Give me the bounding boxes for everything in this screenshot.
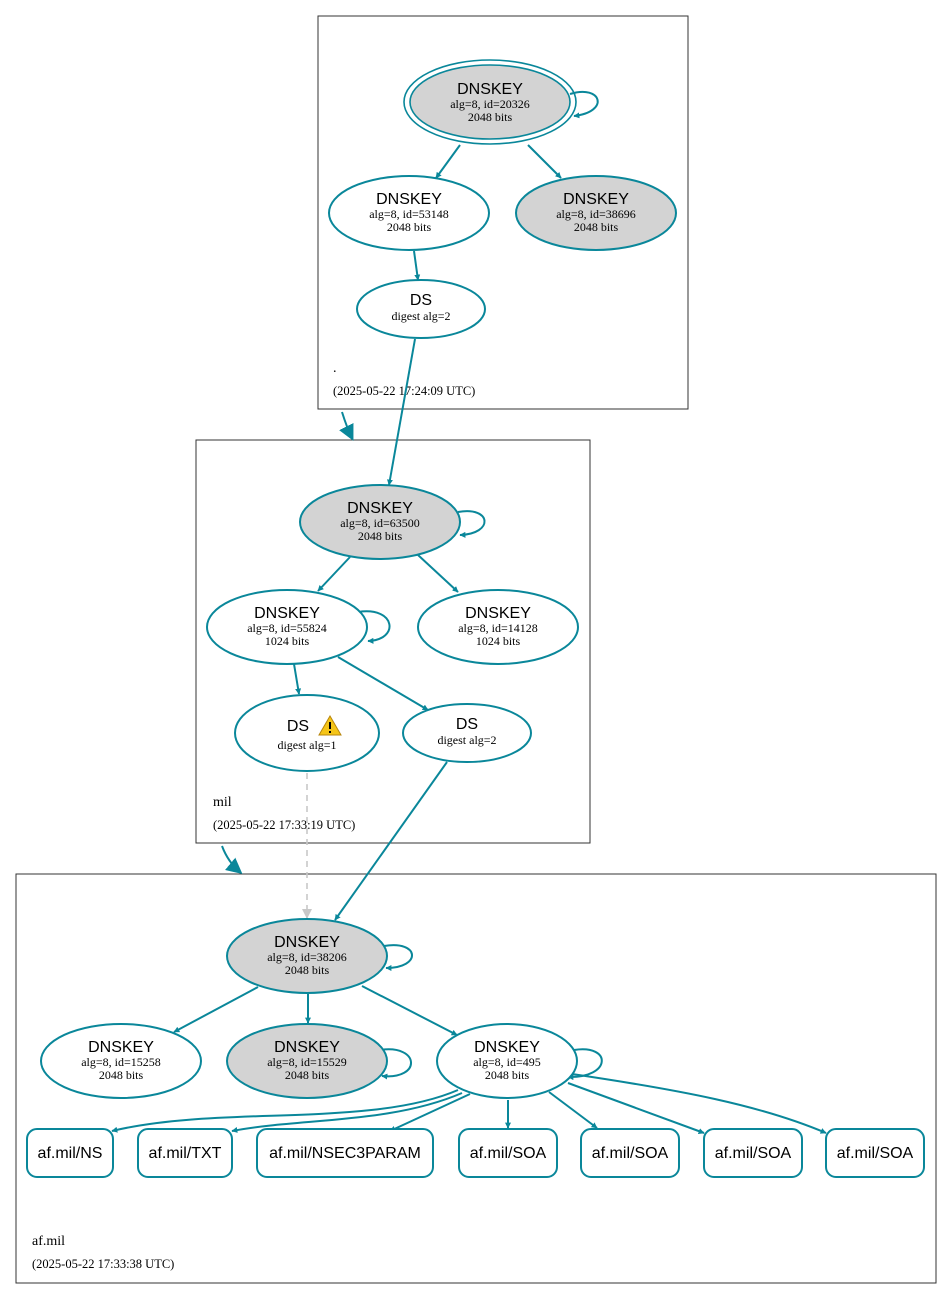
node-af-k2-alg: alg=8, id=15529 [267,1055,347,1069]
rrset-soa-1-label: af.mil/SOA [470,1145,547,1162]
node-af-k2[interactable]: DNSKEY alg=8, id=15529 2048 bits [226,1023,388,1099]
edge-af-k3-txt [231,1092,463,1133]
zone-afmil-timestamp: (2025-05-22 17:33:38 UTC) [32,1257,174,1271]
rrset-nsec3param[interactable]: af.mil/NSEC3PARAM [256,1128,434,1178]
node-root-ds-title: DS [410,292,432,309]
rrset-soa-1[interactable]: af.mil/SOA [458,1128,558,1178]
node-root-ds[interactable]: DS digest alg=2 [356,279,486,339]
rrset-soa-3-label: af.mil/SOA [715,1145,792,1162]
node-af-k2-title: DNSKEY [274,1039,340,1056]
zone-afmil-label: af.mil [32,1234,65,1249]
edge-af-k3-nsec3param [389,1093,471,1132]
node-mil-ds2-digest: digest alg=2 [437,733,496,747]
node-mil-zsk1-title: DNSKEY [254,605,320,622]
edge-af-ksk-self [383,944,413,971]
node-mil-ds1-title: DS [287,718,309,735]
edge-mil-zsk1-ds2 [337,656,429,711]
node-root-zsk2-bits: 2048 bits [574,220,619,234]
node-af-ksk[interactable]: DNSKEY alg=8, id=38206 2048 bits [226,918,388,994]
edge-root-ds-mil-ksk [386,338,416,486]
node-af-k1[interactable]: DNSKEY alg=8, id=15258 2048 bits [40,1023,202,1099]
edge-af-k3-soa3 [567,1082,705,1134]
node-root-ksk-bits: 2048 bits [468,110,513,124]
rrset-soa-3[interactable]: af.mil/SOA [703,1128,803,1178]
node-af-k3[interactable]: DNSKEY alg=8, id=495 2048 bits [436,1023,578,1099]
edge-mil-ksk-zsk1 [317,556,351,592]
rrset-soa-2-label: af.mil/SOA [592,1145,669,1162]
edge-mil-ksk-self [457,510,486,538]
node-af-k3-bits: 2048 bits [485,1068,530,1082]
node-root-zsk2-alg: alg=8, id=38696 [556,207,636,221]
node-mil-ksk-bits: 2048 bits [358,529,403,543]
node-af-ksk-alg: alg=8, id=38206 [267,950,347,964]
node-mil-zsk2-bits: 1024 bits [476,634,521,648]
edge-mil-ksk-zsk2 [417,554,459,593]
edge-root-ksk-zsk1 [435,144,461,179]
node-root-ksk-title: DNSKEY [457,81,523,98]
node-root-zsk1[interactable]: DNSKEY alg=8, id=53148 2048 bits [328,175,490,251]
node-mil-ds1-digest: digest alg=1 [277,738,336,752]
zone-root-label: . [333,361,337,376]
node-root-zsk1-alg: alg=8, id=53148 [369,207,449,221]
edge-root-zsk1-ds [413,250,421,281]
rrset-soa-4[interactable]: af.mil/SOA [825,1128,925,1178]
edge-mil-zsk1-self [357,610,391,644]
node-root-ksk[interactable]: DNSKEY alg=8, id=20326 2048 bits [403,59,577,145]
node-mil-zsk2[interactable]: DNSKEY alg=8, id=14128 1024 bits [417,589,579,665]
node-mil-zsk1[interactable]: DNSKEY alg=8, id=55824 1024 bits [206,589,368,665]
node-mil-ds2-title: DS [456,716,478,733]
node-mil-zsk2-alg: alg=8, id=14128 [458,621,538,635]
node-af-k1-title: DNSKEY [88,1039,154,1056]
edge-af-k3-soa2 [548,1091,598,1129]
rrset-ns[interactable]: af.mil/NS [26,1128,114,1178]
node-root-ds-digest: digest alg=2 [391,309,450,323]
rrset-soa-2[interactable]: af.mil/SOA [580,1128,680,1178]
node-af-k1-bits: 2048 bits [99,1068,144,1082]
edge-root-ksk-self [569,91,599,119]
node-root-zsk2[interactable]: DNSKEY alg=8, id=38696 2048 bits [515,175,677,251]
rrset-soa-4-label: af.mil/SOA [837,1145,914,1162]
zone-root-timestamp: (2025-05-22 17:24:09 UTC) [333,384,475,398]
zone-mil-label: mil [213,795,232,810]
rrset-txt[interactable]: af.mil/TXT [137,1128,233,1178]
node-af-k3-title: DNSKEY [474,1039,540,1056]
node-mil-zsk1-alg: alg=8, id=55824 [247,621,327,635]
node-af-k1-alg: alg=8, id=15258 [81,1055,161,1069]
rrset-txt-label: af.mil/TXT [149,1145,222,1162]
node-root-ksk-alg: alg=8, id=20326 [450,97,530,111]
node-root-zsk1-bits: 2048 bits [387,220,432,234]
rrset-nsec3param-label: af.mil/NSEC3PARAM [269,1145,421,1162]
node-af-ksk-title: DNSKEY [274,934,340,951]
edge-af-k3-soa4 [571,1073,827,1134]
delegation-mil-afmil-edge [221,845,243,875]
edge-mil-ds2-af-ksk [334,761,448,921]
delegation-root-mil-edge [339,411,354,441]
node-af-ksk-bits: 2048 bits [285,963,330,977]
edge-af-ksk-k3 [361,985,458,1036]
edge-root-ksk-zsk2 [527,144,562,179]
edge-af-ksk-k1 [173,986,259,1033]
node-mil-ksk-title: DNSKEY [347,500,413,517]
node-mil-ds1[interactable]: DS digest alg=1 [234,694,380,772]
zone-mil-timestamp: (2025-05-22 17:33:19 UTC) [213,818,355,832]
node-mil-ksk[interactable]: DNSKEY alg=8, id=63500 2048 bits [299,484,461,560]
rrset-ns-label: af.mil/NS [38,1145,103,1162]
node-af-k2-bits: 2048 bits [285,1068,330,1082]
edge-mil-zsk1-ds1 [293,663,302,695]
node-af-k3-alg: alg=8, id=495 [473,1055,541,1069]
node-mil-ksk-alg: alg=8, id=63500 [340,516,420,530]
node-mil-ds2[interactable]: DS digest alg=2 [402,703,532,763]
edge-af-k3-ns [111,1089,459,1133]
warning-icon[interactable] [318,715,342,736]
node-root-zsk2-title: DNSKEY [563,191,629,208]
node-root-zsk1-title: DNSKEY [376,191,442,208]
edge-af-k2-self [379,1048,412,1080]
node-mil-zsk2-title: DNSKEY [465,605,531,622]
node-mil-zsk1-bits: 1024 bits [265,634,310,648]
